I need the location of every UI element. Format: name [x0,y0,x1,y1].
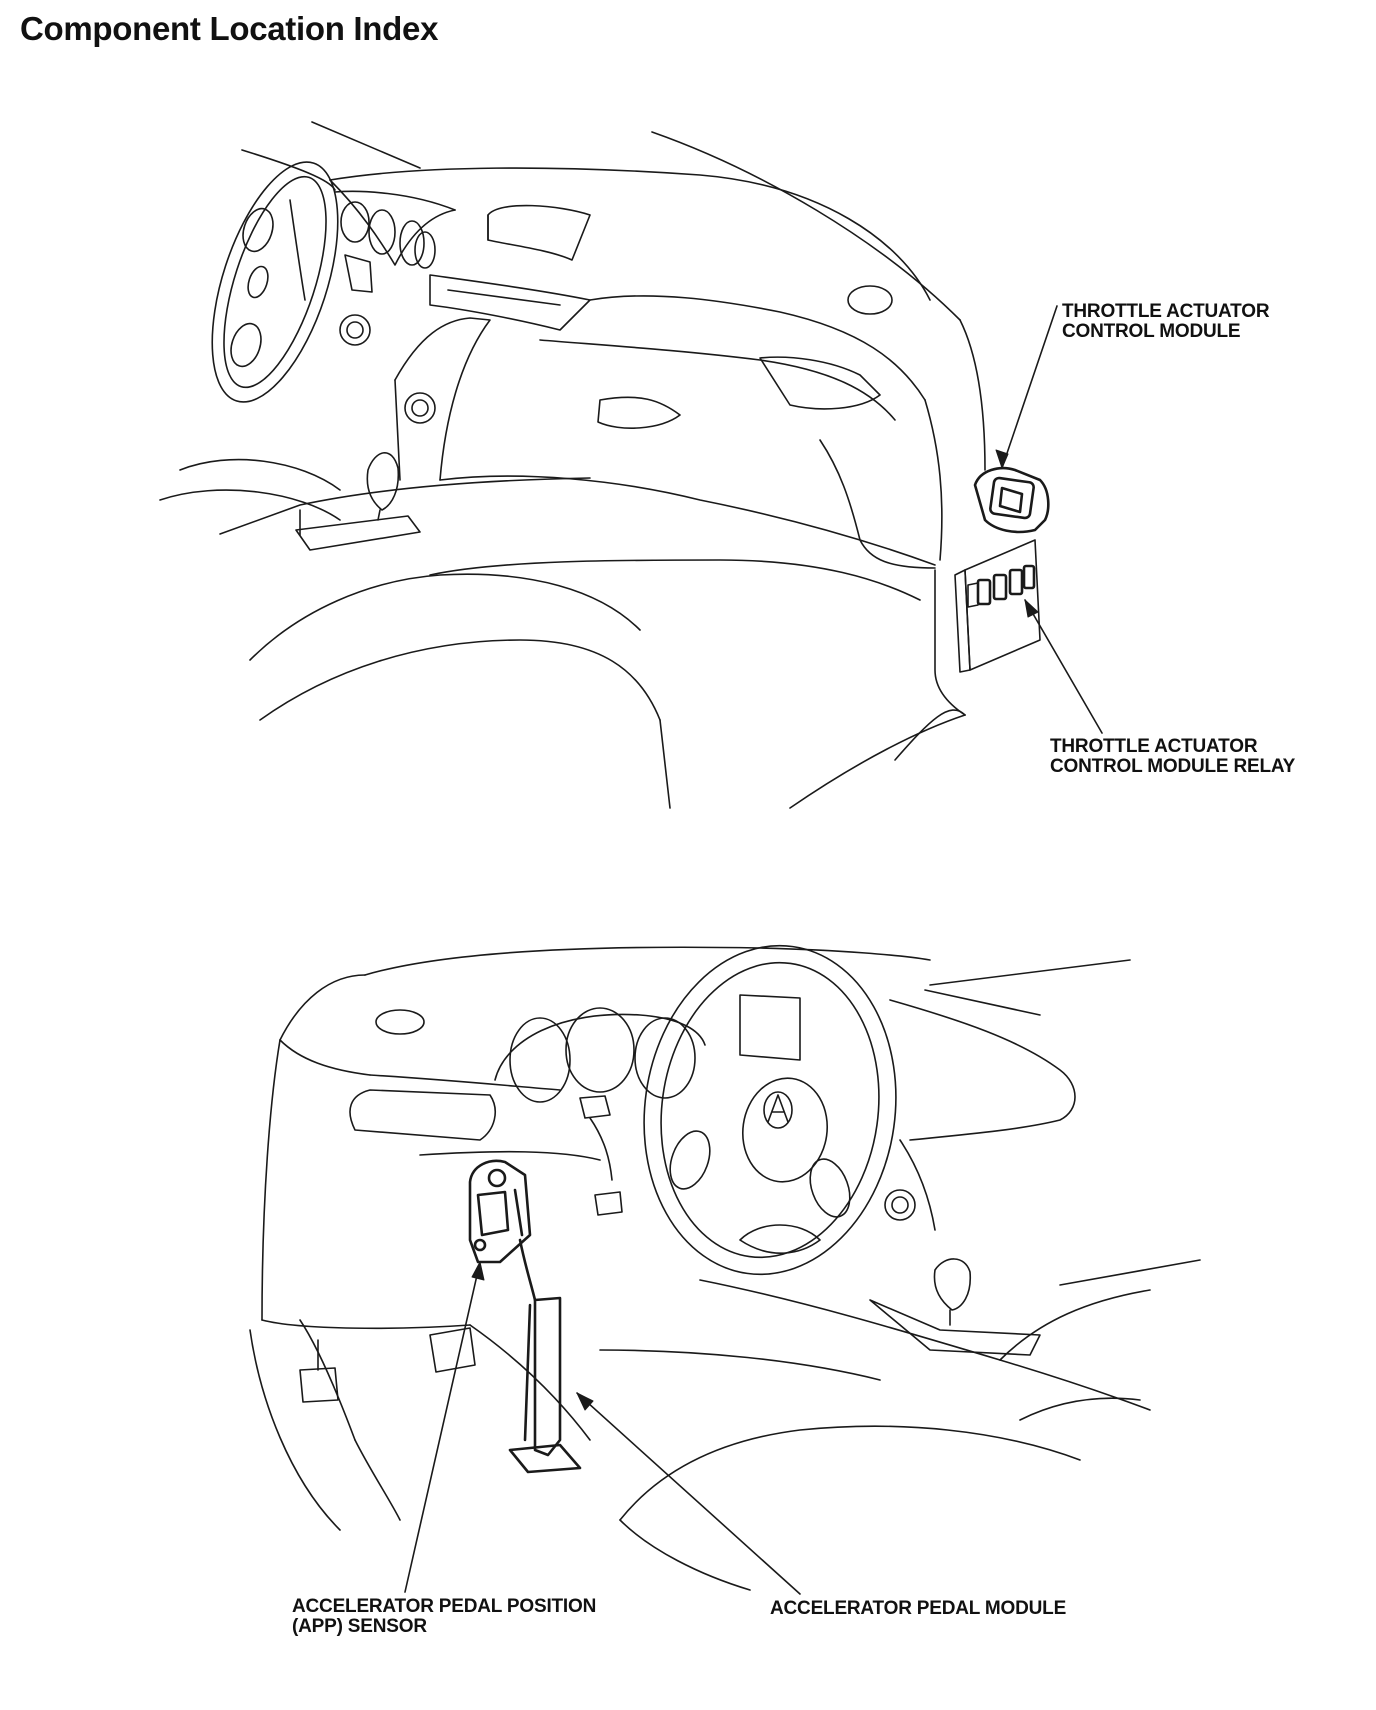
bottom-view-leader-lines [404,1261,801,1595]
callout-line: THROTTLE ACTUATOR [1050,736,1258,757]
bottom-view-dashboard [249,944,1201,1591]
callout-throttle-actuator-control-module: THROTTLE ACTUATOR CONTROL MODULE [1062,301,1270,342]
callout-line: CONTROL MODULE [1062,321,1241,342]
throttle-actuator-control-module-relay-icon [954,539,1041,673]
page-title: Component Location Index [20,10,439,47]
callout-line: CONTROL MODULE RELAY [1050,756,1296,777]
callout-throttle-actuator-control-module-relay: THROTTLE ACTUATOR CONTROL MODULE RELAY [1050,737,1295,777]
callout-line: ACCELERATOR PEDAL MODULE [770,1598,1067,1619]
callout-line: (APP) SENSOR [292,1616,427,1637]
callout-line: ACCELERATOR PEDAL POSITION [292,1596,597,1617]
callout-line: THROTTLE ACTUATOR [1062,301,1270,322]
top-view-leader-lines [995,305,1103,734]
throttle-actuator-control-module-icon [973,466,1050,534]
top-view-dashboard [159,121,986,809]
accelerator-pedal-module-icon [508,1238,582,1474]
accelerator-pedal-position-sensor-icon [468,1159,532,1264]
callout-accelerator-pedal-position-sensor: ACCELERATOR PEDAL POSITION (APP) SENSOR [292,1597,596,1637]
callout-accelerator-pedal-module: ACCELERATOR PEDAL MODULE [770,1599,1066,1619]
